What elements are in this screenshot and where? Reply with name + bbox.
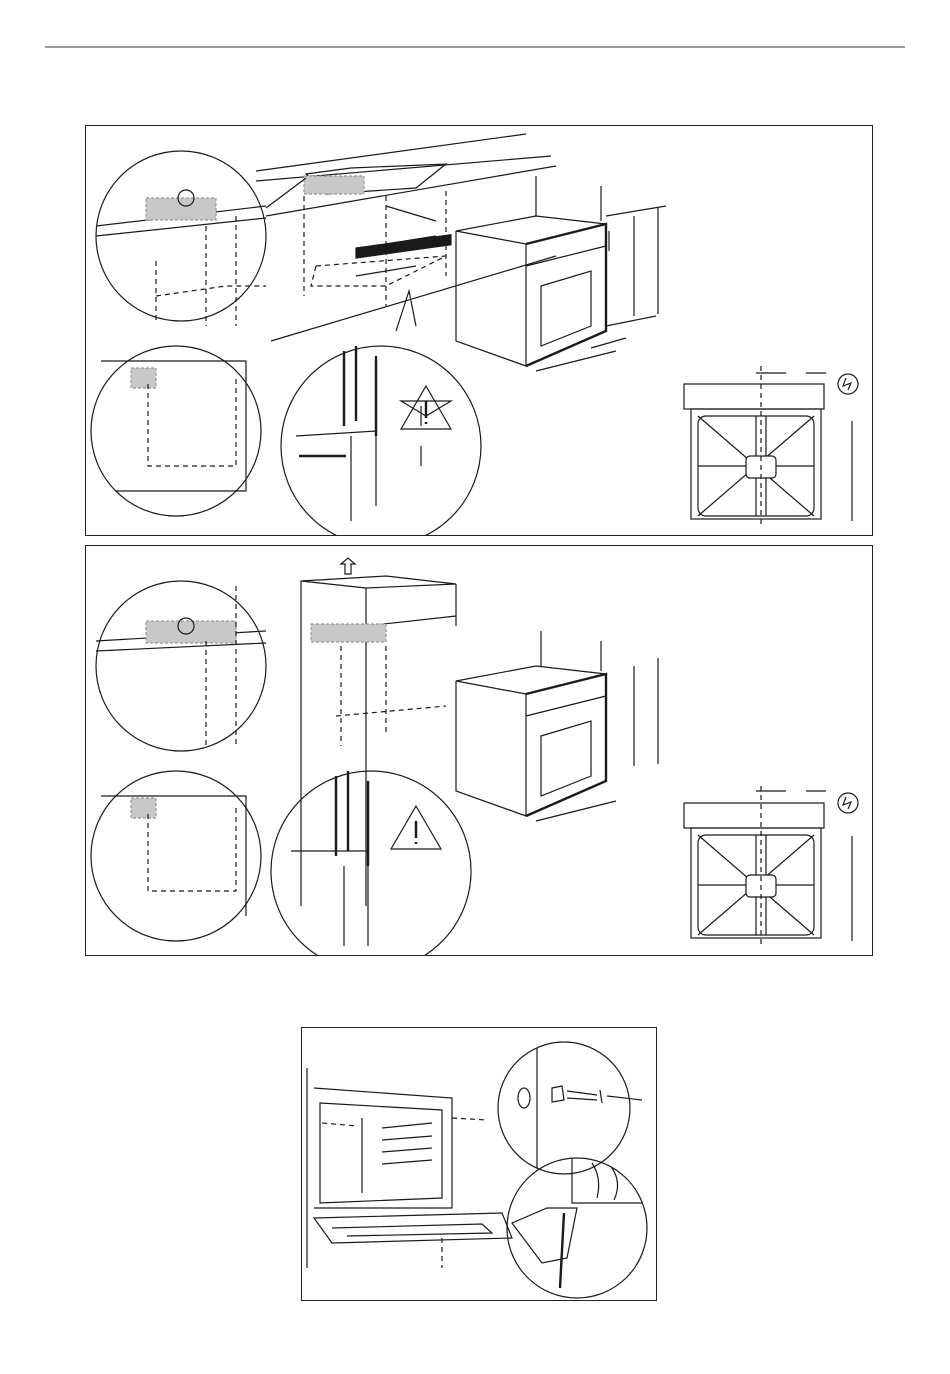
figure-column-installation [85, 545, 873, 956]
header-rule [45, 46, 905, 48]
figure-under-counter-installation [85, 125, 873, 536]
electric-connection-icon [837, 792, 859, 814]
figure-securing-oven [301, 1027, 657, 1301]
arrow-up-icon [339, 557, 357, 575]
electric-connection-icon [837, 373, 859, 395]
screw-icon [551, 1085, 643, 1104]
